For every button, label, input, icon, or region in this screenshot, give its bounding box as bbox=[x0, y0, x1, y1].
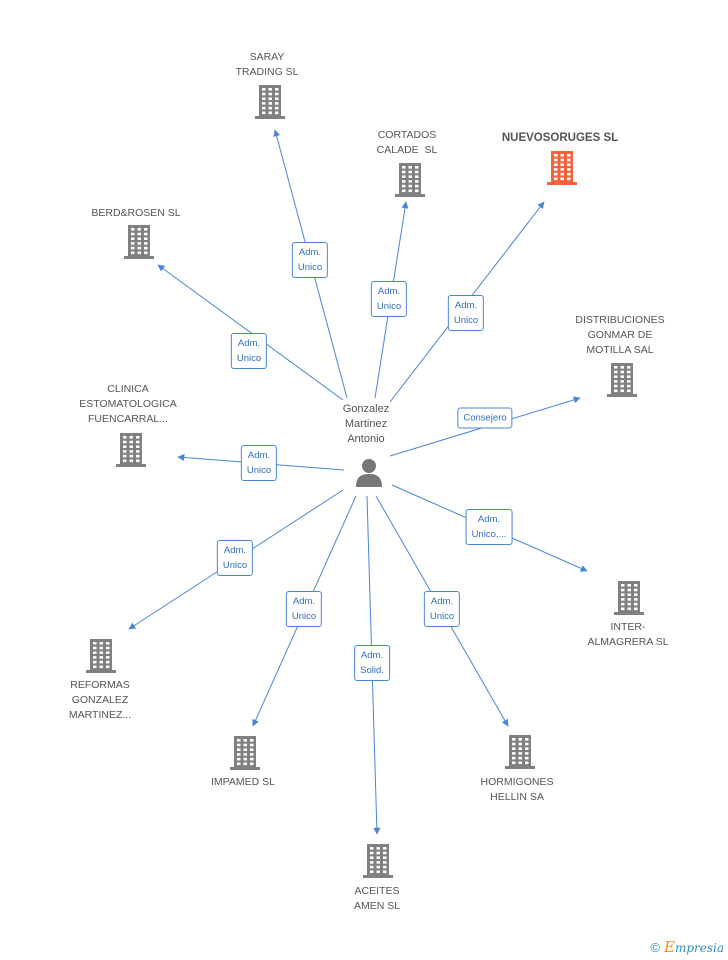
brand-logo-text: mpresia bbox=[674, 941, 724, 955]
building-icon[interactable] bbox=[395, 162, 425, 198]
relation-tag-saray: Adm. Unico bbox=[291, 242, 329, 278]
company-name[interactable]: DISTRIBUCIONES GONMAR DE MOTILLA SAL bbox=[575, 314, 665, 356]
relation-tag-inter: Adm. Unico,... bbox=[465, 509, 513, 545]
building-icon[interactable] bbox=[363, 843, 393, 879]
company-node-aceites[interactable] bbox=[363, 843, 393, 879]
relation-tag-impamed: Adm. Unico bbox=[285, 591, 323, 627]
building-icon[interactable] bbox=[614, 580, 644, 616]
copyright-symbol: © bbox=[650, 940, 660, 955]
company-node-berdrosen[interactable] bbox=[124, 224, 154, 260]
relation-tag-clinica: Adm. Unico bbox=[240, 445, 278, 481]
company-name[interactable]: INTER- ALMAGRERA SL bbox=[587, 621, 669, 648]
company-node-impamed[interactable] bbox=[230, 735, 260, 771]
company-node-distribuciones[interactable] bbox=[607, 362, 637, 398]
company-label-wrapper: INTER- ALMAGRERA SL bbox=[587, 620, 668, 650]
relation-tag-reformas: Adm. Unico bbox=[216, 540, 254, 576]
building-icon[interactable] bbox=[607, 362, 637, 398]
company-name[interactable]: HORMIGONES HELLIN SA bbox=[480, 776, 554, 803]
relation-tag-aceites: Adm. Solid. bbox=[354, 645, 390, 681]
building-icon[interactable] bbox=[230, 735, 260, 771]
person-icon[interactable] bbox=[354, 456, 384, 488]
company-node-inter[interactable] bbox=[614, 580, 644, 616]
company-label-wrapper: ACEITES AMEN SL bbox=[354, 884, 400, 914]
company-node-clinica[interactable] bbox=[116, 432, 146, 468]
company-node-saray[interactable] bbox=[255, 84, 285, 120]
relation-tag-hormigones: Adm. Unico bbox=[423, 591, 461, 627]
company-node-cortados[interactable] bbox=[395, 162, 425, 198]
company-name[interactable]: CORTADOS CALADE SL bbox=[376, 129, 438, 156]
company-name[interactable]: BERD&ROSEN SL bbox=[91, 207, 181, 219]
company-label-wrapper: CORTADOS CALADE SL bbox=[377, 128, 438, 158]
center-person-name: Gonzalez Martinez Antonio bbox=[342, 403, 390, 445]
company-name[interactable]: REFORMAS GONZALEZ MARTINEZ... bbox=[68, 679, 132, 721]
company-name[interactable]: SARAY TRADING SL bbox=[235, 51, 299, 78]
edge-line-berdrosen bbox=[157, 264, 344, 401]
company-node-nuevosoruges[interactable] bbox=[547, 150, 577, 186]
company-name[interactable]: ACEITES AMEN SL bbox=[353, 885, 401, 912]
company-label-wrapper: BERD&ROSEN SL bbox=[91, 206, 180, 221]
company-name[interactable]: NUEVOSORUGES SL bbox=[501, 132, 619, 144]
building-icon[interactable] bbox=[255, 84, 285, 120]
footer-credit: ©Empresia bbox=[650, 938, 724, 956]
company-label-wrapper: CLINICA ESTOMATOLOGICA FUENCARRAL... bbox=[79, 382, 176, 427]
company-label-wrapper: SARAY TRADING SL bbox=[235, 50, 298, 80]
building-icon[interactable] bbox=[116, 432, 146, 468]
company-label-wrapper: NUEVOSORUGES SL bbox=[502, 131, 618, 146]
company-label-wrapper: DISTRIBUCIONES GONMAR DE MOTILLA SAL bbox=[575, 313, 664, 358]
relation-tag-berdrosen: Adm. Unico bbox=[230, 333, 268, 369]
company-label-wrapper: IMPAMED SL bbox=[211, 775, 275, 790]
company-node-hormigones[interactable] bbox=[505, 734, 535, 770]
company-name[interactable]: CLINICA ESTOMATOLOGICA FUENCARRAL... bbox=[79, 383, 177, 425]
company-node-reformas[interactable] bbox=[86, 638, 116, 674]
company-name[interactable]: IMPAMED SL bbox=[211, 776, 275, 788]
company-label-wrapper: REFORMAS GONZALEZ MARTINEZ... bbox=[69, 678, 131, 723]
relation-tag-cortados: Adm. Unico bbox=[370, 281, 408, 317]
building-icon[interactable] bbox=[86, 638, 116, 674]
relation-tag-distribuciones: Consejero bbox=[457, 407, 513, 429]
company-label-wrapper: HORMIGONES HELLIN SA bbox=[481, 775, 554, 805]
brand-logo-initial: E bbox=[663, 938, 675, 956]
building-icon[interactable] bbox=[505, 734, 535, 770]
relation-tag-nuevosoruges: Adm. Unico bbox=[447, 295, 485, 331]
building-icon[interactable] bbox=[124, 224, 154, 260]
building-icon[interactable] bbox=[547, 150, 577, 186]
